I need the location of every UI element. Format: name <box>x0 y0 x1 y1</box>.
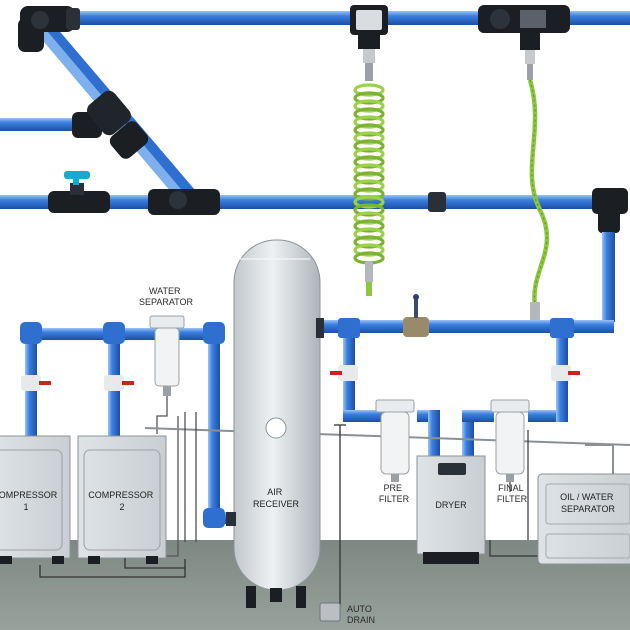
hose-coil-turn <box>353 115 385 129</box>
hose-coil-turn <box>353 131 385 145</box>
compressor-2 <box>77 435 167 564</box>
hose-coil-turn <box>353 123 385 137</box>
air-receiver-tank <box>226 239 324 608</box>
hose-coil-turn <box>353 107 385 121</box>
oil-water-separator-label: OIL / WATER SEPARATOR <box>560 492 616 514</box>
auto-drain <box>319 424 346 622</box>
hose-coupler <box>530 302 540 320</box>
hose-coil-turn <box>353 251 385 265</box>
distribution-pipe-right <box>318 320 614 333</box>
coiled-air-hose <box>353 83 385 265</box>
oil-water-separator <box>537 444 630 565</box>
elbow-fitting <box>18 6 80 52</box>
hose-coil-turn <box>353 163 385 177</box>
main-pipe-middle <box>0 118 90 131</box>
dryer-label: DRYER <box>435 500 467 510</box>
compressor-1 <box>0 435 71 564</box>
water-separator-label: WATER SEPARATOR <box>139 286 194 307</box>
compressor-2-label: COMPRESSOR 2 <box>88 490 156 512</box>
final-filter <box>489 399 540 557</box>
pipe-joint <box>428 192 446 212</box>
dryer-loop-piping <box>330 318 580 460</box>
hose-drop-fitting <box>350 5 388 81</box>
straight-air-hose <box>527 79 550 306</box>
tee-fitting-diagonal <box>72 90 149 159</box>
hose-coil-turn <box>353 139 385 153</box>
pre-filter-label: PRE FILTER <box>379 483 410 504</box>
hose-coupler <box>365 262 373 282</box>
hose-coil-turn <box>353 211 385 225</box>
hose-coil-turn <box>353 243 385 257</box>
ball-valve-left <box>48 171 110 213</box>
isolation-valve <box>403 294 429 337</box>
hose-coil-turn <box>353 147 385 161</box>
auto-drain-label: AUTO DRAIN <box>347 604 375 625</box>
compressor-1-label: COMPRESSOR 1 <box>0 490 60 512</box>
hose-coil-turn <box>353 187 385 201</box>
hose-coil-turn <box>353 91 385 105</box>
hose-coil-turn <box>353 155 385 169</box>
air-receiver-label: AIR RECEIVER <box>253 487 300 509</box>
hose-coil-turn <box>353 235 385 249</box>
final-filter-label: FINAL FILTER <box>497 483 528 504</box>
hose-coil-turn <box>353 179 385 193</box>
dryer <box>416 455 486 564</box>
hose-coil-turn <box>353 171 385 185</box>
hose-coil-turn <box>353 219 385 233</box>
hose-coil-turn <box>353 83 385 97</box>
hose-coil-turn <box>353 99 385 113</box>
tee-fitting-lower <box>148 189 220 215</box>
tee-fitting-right <box>592 188 628 322</box>
hose-coil-turn <box>353 227 385 241</box>
tee-fitting-top-right <box>478 5 570 80</box>
hose-coil-turn <box>353 195 385 209</box>
hose-coil-turn <box>353 203 385 217</box>
pre-filter <box>375 399 415 482</box>
